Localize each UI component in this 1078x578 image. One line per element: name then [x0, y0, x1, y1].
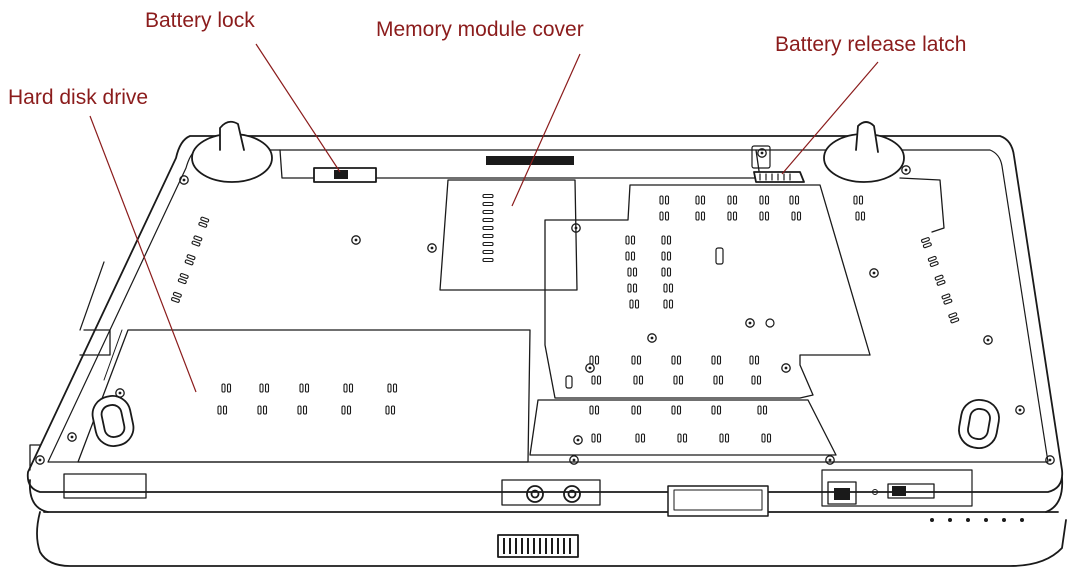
hard-disk-drive-label: Hard disk drive	[8, 86, 149, 109]
battery-release-latch-label: Battery release latch	[775, 33, 967, 56]
panel-vents	[589, 195, 866, 443]
battery-panel	[279, 149, 761, 179]
leader-lines	[89, 43, 879, 393]
battery-lock-label: Battery lock	[145, 9, 255, 32]
left-side-vents	[170, 216, 210, 304]
hdd-cover	[77, 329, 531, 463]
lid-edge	[36, 511, 1067, 567]
right-side-vents	[920, 236, 960, 324]
hdd-vents	[217, 383, 398, 415]
memory-vents	[482, 193, 494, 263]
chassis-outline	[26, 135, 1064, 493]
memory-cover	[439, 179, 578, 291]
memory-module-cover-label: Memory module cover	[376, 18, 584, 41]
component-panel	[544, 184, 871, 399]
